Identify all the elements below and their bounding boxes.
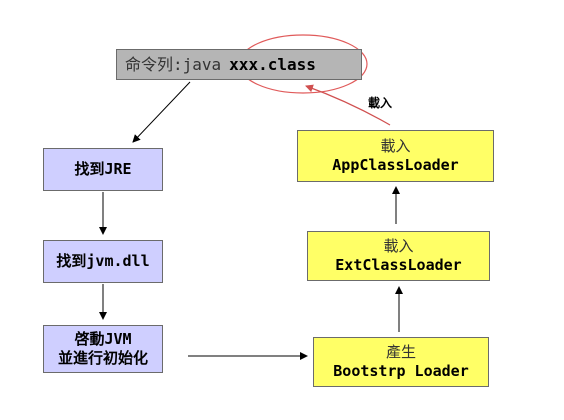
find-jre-box: 找到JRE xyxy=(43,148,163,191)
app-name-label: AppClassLoader xyxy=(332,156,459,174)
find-jre-label: 找到JRE xyxy=(74,160,132,179)
arrow-app-to-class xyxy=(305,84,391,126)
start-jvm-box: 啓動JVM 並進行初始化 xyxy=(43,325,163,373)
find-jvm-box: 找到jvm.dll xyxy=(43,240,163,283)
command-classname: xxx.class xyxy=(229,54,316,74)
load-arrow-label: 載入 xyxy=(368,96,393,110)
bootstrap-action-label: 產生 xyxy=(385,343,416,362)
arrow-command-to-jre xyxy=(132,81,191,143)
bootstrap-name-label: Bootstrp Loader xyxy=(333,362,469,380)
command-line-box: 命令列:java xxx.class xyxy=(116,49,362,80)
start-jvm-label: 啓動JVM xyxy=(74,330,132,349)
ext-name-label: ExtClassLoader xyxy=(335,256,462,274)
ext-action-label: 載入 xyxy=(383,237,414,256)
command-prefix: 命令列:java xyxy=(125,54,222,74)
bootstrap-loader-box: 產生 Bootstrp Loader xyxy=(313,337,489,387)
find-jvm-label: 找到jvm.dll xyxy=(56,252,150,271)
ext-classloader-box: 載入 ExtClassLoader xyxy=(307,231,490,281)
init-label: 並進行初始化 xyxy=(57,349,148,367)
app-classloader-box: 載入 AppClassLoader xyxy=(297,130,494,182)
app-action-label: 載入 xyxy=(380,137,411,156)
